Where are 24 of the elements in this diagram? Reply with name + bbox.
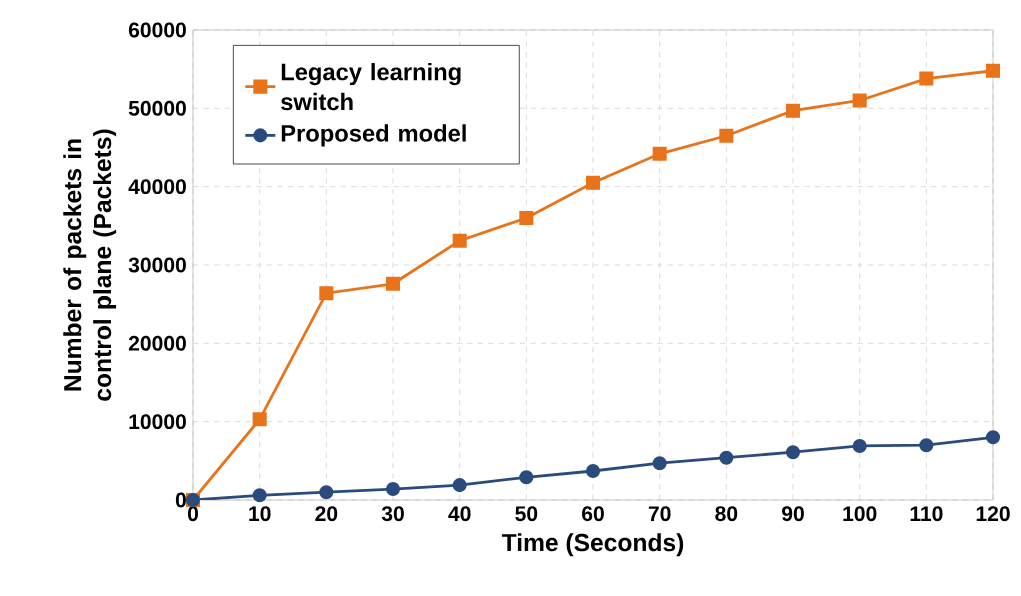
y-axis-title: Number of packets in control plane (Packets) <box>63 129 117 401</box>
x-tick-label: 20 <box>315 506 338 522</box>
legend-label: Legacy learning switch <box>281 62 461 111</box>
y-tick-label: 50000 <box>128 100 186 116</box>
x-tick-label: 0 <box>187 506 198 522</box>
x-tick-label: 70 <box>648 506 671 522</box>
x-tick-label: 80 <box>715 506 738 522</box>
x-tick-label: 40 <box>448 506 471 522</box>
x-tick-label: 110 <box>910 506 943 522</box>
y-tick-label: 30000 <box>128 257 186 273</box>
y-tick-label: 40000 <box>128 179 186 195</box>
legend-label: Proposed model <box>281 124 466 147</box>
y-tick-label: 0 <box>175 492 186 508</box>
x-tick-label: 10 <box>249 506 271 522</box>
x-tick-label: 60 <box>582 506 604 522</box>
x-tick-label: 30 <box>381 506 404 522</box>
y-tick-label: 20000 <box>128 335 186 351</box>
x-tick-label: 90 <box>782 506 804 522</box>
x-tick-label: 50 <box>515 506 538 522</box>
y-tick-label: 10000 <box>129 414 186 430</box>
x-axis-title: Time (Seconds) <box>501 533 684 557</box>
y-tick-label: 60000 <box>128 22 186 38</box>
x-tick-label: 120 <box>976 506 1010 522</box>
x-tick-label: 100 <box>843 506 877 522</box>
